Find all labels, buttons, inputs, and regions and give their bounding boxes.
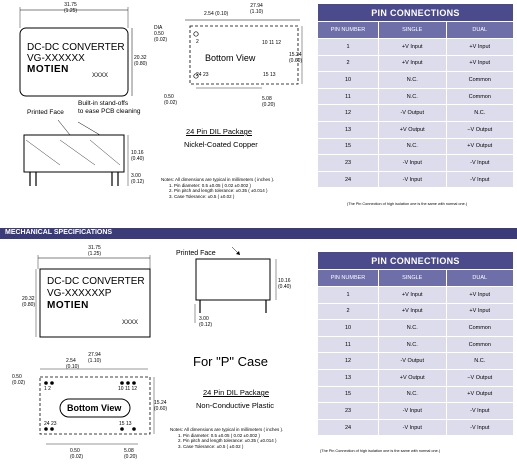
section-title: MECHANICAL SPECIFICATIONS (5, 229, 113, 236)
bottom-p254-dim: 2.54(0.10) (66, 358, 80, 370)
top-h1016-dim: 10.16(0.40) (131, 150, 145, 162)
bottom-header-single: SINGLE (378, 269, 447, 287)
bottom-pins-upper-left: 1 2 (44, 386, 51, 392)
bottom-h300-dim: 3.00(0.12) (199, 316, 213, 328)
bottom-header-dual: DUAL (446, 269, 514, 287)
bottom-header-pin: PIN NUMBER (318, 269, 379, 287)
bottom-printed-face: Printed Face (176, 250, 216, 257)
for-p-case: For "P" Case (193, 354, 268, 369)
bottom-p050b-dim: 0.50(0.02) (70, 448, 84, 460)
table-row: 2+V Input+V Input (318, 303, 514, 321)
bottom-material: Non-Conductive Plastic (196, 401, 274, 410)
bottom-width-dim: 31.75(1.25) (88, 245, 102, 257)
bottom-p050-dim: 0.50(0.02) (12, 374, 26, 386)
table-row: 23-V Input-V Input (318, 154, 514, 172)
table-row: 1+V Input+V Input (318, 286, 514, 304)
bottom-footnote: (The Pin Connection of high isolation on… (320, 449, 441, 453)
bottom-pin-table: PIN CONNECTIONS PIN NUMBER SINGLE DUAL 1… (318, 252, 514, 437)
top-width-dim: 31.75(1.25) (64, 2, 78, 14)
bottom-p508-dim: 5.08(0.20) (124, 448, 138, 460)
top-footnote: (The Pin Connection of high isolation on… (347, 202, 468, 206)
top-header-dual: DUAL (446, 21, 514, 39)
top-module-code: XXXX (92, 73, 109, 79)
top-drawings (19, 7, 303, 186)
top-standoffs-note: Built-in stand-offs to ease PCB cleaning (78, 100, 141, 115)
table-row: 24-V Input-V Input (318, 171, 514, 189)
top-pin-2: 2 (196, 39, 199, 45)
top-h300-dim: 3.00(0.12) (131, 173, 145, 185)
top-notes: Notes: All dimensions are typical in mil… (161, 177, 275, 199)
bottom-bottom-view-label: Bottom View (67, 403, 122, 413)
table-row: 24-V Input-V Input (318, 419, 514, 437)
bottom-pins-lower-left: 24 23 (44, 421, 57, 427)
bottom-pins-lower-right: 15 13 (119, 421, 132, 427)
table-row: 23-V Input-V Input (318, 402, 514, 420)
bottom-p2794-dim: 27.94(1.10) (88, 352, 102, 364)
top-coating: Nickel-Coated Copper (184, 140, 258, 149)
top-package-title: 24 Pin DIL Package (186, 127, 253, 136)
bottom-pins-upper-right: 10 11 12 (118, 386, 138, 392)
table-row: 13+V Output−V Output (318, 369, 514, 387)
top-p254-dim: 2.54 (0.10) (204, 11, 229, 17)
bottom-h1524-dim: 15.24(0.60) (154, 400, 168, 412)
top-front-view (19, 7, 133, 97)
top-module-label: DC-DC CONVERTER VG-XXXXXX MOTIEN (27, 42, 125, 75)
top-p050-dim: 0.50(0.02) (164, 94, 178, 106)
bottom-side-view (194, 246, 277, 323)
top-h1524-dim: 15.24(0.60) (289, 52, 303, 64)
top-header-single: SINGLE (378, 21, 447, 39)
bottom-notes: Notes: All dimensions are typical in mil… (170, 427, 284, 449)
bottom-drawings (35, 246, 277, 445)
top-pins-lower-right: 15 13 (263, 72, 276, 78)
top-bottom-view-label: Bottom View (205, 53, 256, 63)
top-bottom-view (185, 19, 303, 89)
bottom-package-title: 24 Pin DIL Package (203, 388, 270, 397)
table-row: 2+V Input+V Input (318, 55, 514, 73)
top-p2794-dim: 27.94(1.10) (250, 3, 264, 15)
bottom-front-view (35, 255, 151, 338)
top-pin-table-caption: PIN CONNECTIONS (318, 4, 514, 22)
bottom-h1016-dim: 10.16(0.40) (278, 278, 292, 290)
top-printed-face: Printed Face (27, 109, 64, 116)
top-p508-dim: 5.08(0.20) (262, 96, 276, 108)
bottom-height-dim: 20.32(0.80) (22, 296, 36, 308)
bottom-pin-table-caption: PIN CONNECTIONS (318, 252, 514, 270)
top-pins-upper: 10 11 12 (262, 40, 282, 46)
top-header-pin: PIN NUMBER (318, 21, 379, 39)
table-row: 1+V Input+V Input (318, 38, 514, 56)
bottom-module-label: DC-DC CONVERTER VG-XXXXXXP MOTIEN (47, 276, 145, 311)
top-pin-table: PIN CONNECTIONS PIN NUMBER SINGLE DUAL 1… (318, 4, 514, 189)
bottom-module-code: XXXX (122, 320, 139, 326)
top-height-dim: 20.32(0.80) (134, 55, 148, 67)
top-side-view (23, 119, 129, 186)
top-pins-lower-left: 24 23 (196, 72, 209, 78)
bottom-bottom-view (39, 368, 155, 445)
section-bar: MECHANICAL SPECIFICATIONS (0, 228, 517, 239)
table-row: 13+V Output−V Output (318, 121, 514, 139)
